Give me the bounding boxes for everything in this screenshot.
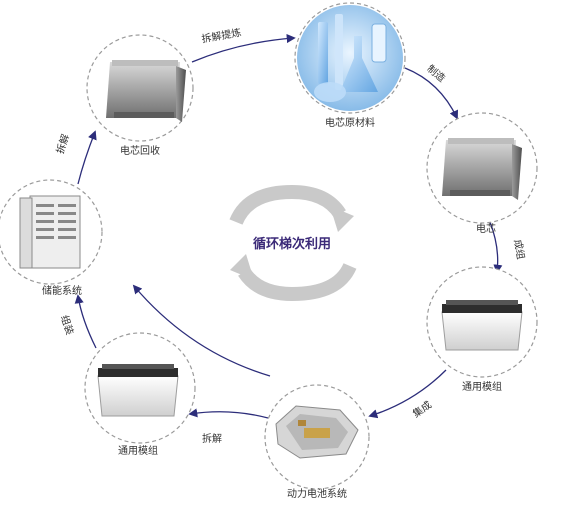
label-storage: 储能系统	[42, 284, 82, 297]
label-module-right: 通用模组	[462, 380, 502, 393]
arrow-cell-to-module	[489, 221, 503, 274]
node-cell-recycle	[86, 34, 194, 142]
label-cell: 电芯	[476, 222, 496, 235]
edge-label-assemble: 组装	[58, 313, 77, 336]
node-cell-material	[294, 2, 406, 114]
center-label: 循环梯次利用	[253, 236, 331, 252]
edge-label-integrate: 集成	[410, 398, 434, 420]
arrow-module-left-to-storage	[74, 294, 97, 349]
label-cell-material: 电芯原材料	[325, 116, 375, 129]
edge-label-dismantle-left: 拆解	[53, 132, 72, 155]
node-module-left	[84, 332, 196, 444]
node-power-battery	[264, 384, 370, 490]
arrow-module-to-power	[368, 369, 447, 419]
label-module-left: 通用模组	[118, 444, 158, 457]
cell-recycle-image	[106, 60, 186, 122]
arrow-material-to-cell	[404, 67, 459, 120]
node-module-right	[426, 266, 538, 378]
center-cycle-icon	[229, 184, 357, 302]
arrow-storage-to-recycle	[77, 130, 97, 185]
cell-image	[442, 138, 522, 200]
lab-glassware-image	[314, 14, 387, 102]
arrow-power-to-module-left	[188, 408, 269, 419]
label-power-battery: 动力电池系统	[287, 487, 347, 500]
storage-cabinet-image	[19, 195, 81, 269]
module-left-image	[97, 364, 179, 417]
power-battery-image	[275, 405, 359, 459]
module-right-image	[441, 300, 523, 351]
node-storage	[0, 179, 103, 285]
edge-label-group: 成组	[511, 238, 527, 260]
node-cell	[426, 112, 538, 224]
arrow-recycle-to-material	[191, 34, 296, 63]
arrow-power-to-storage	[132, 284, 271, 377]
edge-label-dismantle-bottom: 拆解	[202, 432, 222, 445]
label-cell-recycle: 电芯回收	[120, 144, 160, 157]
edge-label-dismantle-refine: 拆解提炼	[201, 26, 243, 46]
